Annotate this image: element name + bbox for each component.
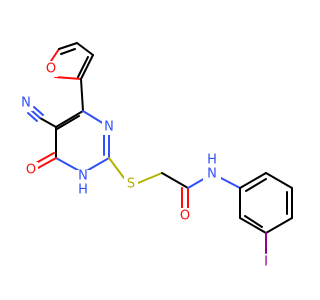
- amide-nitrogen-label: N: [207, 167, 217, 182]
- ring-nh-atom: N H: [74, 169, 92, 198]
- bond-n-aryl: [218, 176, 241, 189]
- amide-nh-atom: H N: [203, 152, 221, 182]
- cyano-nitrogen-atom: N: [19, 95, 33, 111]
- amide-oxygen-atom: O: [178, 208, 192, 224]
- ring-nitrogen-bottom-label: N: [78, 169, 88, 184]
- bond-ar-inner-1: [245, 178, 267, 192]
- ring-nh-hydrogen-label: H: [78, 183, 88, 198]
- amide-oxygen-label: O: [180, 209, 190, 224]
- bond-ar5-ar6: [239, 217, 267, 234]
- keto-oxygen-atom: O: [24, 162, 38, 178]
- bond-c4-c5-inner: [56, 115, 80, 130]
- bond-ar2-ar3: [265, 172, 293, 189]
- furan-oxygen-atom: O: [44, 61, 58, 77]
- bond-furan-c2-o: [54, 76, 82, 80]
- keto-oxygen-label: O: [26, 163, 36, 178]
- ring-nitrogen-top-atom: N: [102, 119, 116, 135]
- bond-furan-c5-c4: [58, 42, 78, 50]
- furan-oxygen-label: O: [46, 62, 56, 77]
- molecule-diagram: O N N N H O S O H N: [19, 42, 293, 270]
- bond-c6-o: [37, 157, 57, 169]
- bond-c5-cn: [39, 117, 57, 128]
- bond-furan-c3-c2: [80, 54, 94, 80]
- bond-cyano-triple-2: [33, 106, 44, 116]
- iodine-label: I: [264, 255, 268, 270]
- bond-cyano-triple-3: [27, 112, 38, 122]
- bond-furan-c5-c4-inner: [60, 48, 76, 55]
- bond-furan-o-c5: [50, 48, 60, 62]
- cyano-nitrogen-label: N: [21, 96, 31, 111]
- bond-c6-o-double: [35, 152, 55, 164]
- ring-nitrogen-top-label: N: [104, 120, 114, 135]
- thio-sulfur-atom: S: [124, 176, 138, 192]
- bond-c4-c5: [55, 110, 84, 128]
- bond-furan-c3-c2-inner: [77, 56, 89, 78]
- bond-cyano-triple: [30, 109, 41, 119]
- thio-sulfur-label: S: [127, 177, 135, 192]
- bond-ch2-co: [161, 172, 189, 189]
- molecule-structure: O N N N H O S O H N: [19, 42, 293, 270]
- bond-ar1-ar2: [239, 172, 267, 189]
- bond-furan-pyrimidine: [80, 78, 84, 112]
- bond-furan-c4-c3: [76, 42, 94, 56]
- bond-c2-s: [108, 157, 125, 179]
- iodine-atom: I: [261, 254, 271, 270]
- bond-ar-inner-3: [244, 215, 263, 228]
- bond-s-ch2: [137, 172, 163, 184]
- amide-hydrogen-label: H: [207, 153, 217, 168]
- bond-ar4-ar5: [265, 217, 293, 234]
